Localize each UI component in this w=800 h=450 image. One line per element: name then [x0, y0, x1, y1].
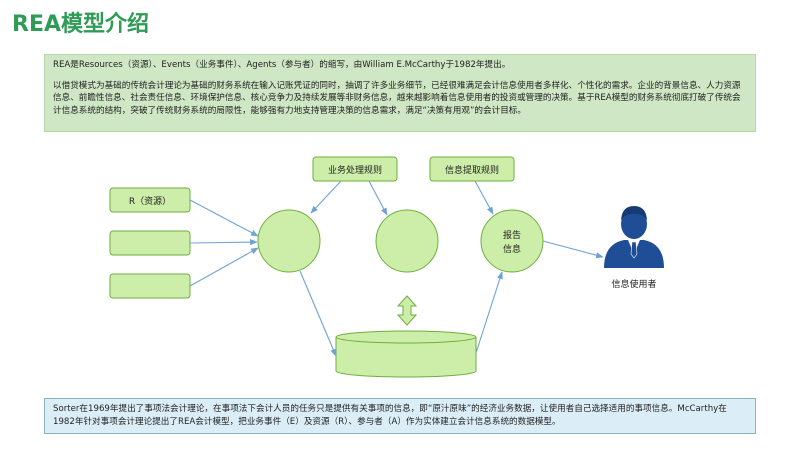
database-cylinder	[335, 330, 477, 378]
intro-paragraph-2: 以借贷模式为基础的传统会计理论为基础的财务系统在输入记账凭证的同时，抽调了许多业…	[53, 80, 741, 116]
report-label-line1: 报告	[503, 229, 521, 241]
input-box-resource-label: R（资源）	[129, 196, 171, 207]
page-title: REA模型介绍	[12, 12, 149, 37]
intro-text-box: REA是Resources（资源）、Events（业务事件）、Agents（参与…	[44, 54, 756, 132]
report-circle: 报告 信息	[480, 209, 544, 273]
process-circle-1	[257, 209, 321, 273]
connector-arrows	[189, 180, 604, 357]
bidirectional-arrow-icon	[396, 295, 418, 326]
intro-paragraph-1: REA是Resources（资源）、Events（业务事件）、Agents（参与…	[53, 60, 511, 70]
input-box-resource: R（资源）	[109, 187, 191, 213]
info-extract-rule-label: 信息提取规则	[445, 164, 499, 176]
process-circle-2	[375, 209, 439, 273]
input-box-agent	[109, 273, 191, 299]
footer-text-box: Sorter在1969年提出了事项法会计理论，在事项法下会计人员的任务只是提供有…	[44, 398, 756, 434]
user-label: 信息使用者	[611, 278, 656, 290]
business-rule-box: 业务处理规则	[312, 156, 398, 182]
business-rule-label: 业务处理规则	[328, 164, 382, 176]
input-box-event	[109, 230, 191, 256]
user-icon	[604, 206, 664, 268]
report-label-line2: 信息	[503, 243, 521, 255]
info-extract-rule-box: 信息提取规则	[429, 156, 515, 182]
